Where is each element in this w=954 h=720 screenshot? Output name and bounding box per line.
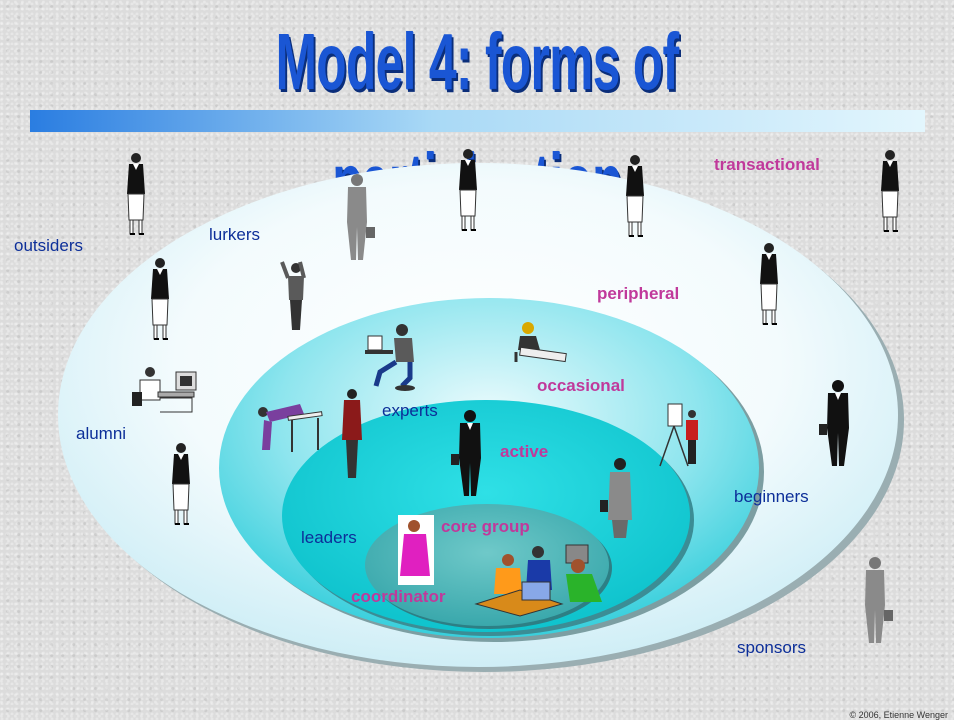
lurkers-label: lurkers: [209, 225, 261, 244]
drafting-person-icon: [258, 404, 323, 452]
standing-person-icon: [280, 261, 306, 330]
leaders-label: leaders: [301, 528, 357, 547]
active-label: active: [500, 442, 549, 461]
standing-person-icon: [342, 389, 362, 478]
sponsors-label: sponsors: [737, 638, 806, 657]
occasional-label: occasional: [537, 376, 625, 395]
outsiders-label: outsiders: [14, 236, 83, 255]
standing-person-icon: [126, 152, 146, 235]
standing-person-icon: [600, 458, 632, 538]
title-underline-bar: [30, 110, 925, 132]
drafting-person-icon: [514, 322, 567, 363]
copyright-notice: © 2006, Etienne Wenger: [849, 710, 948, 720]
computer-worker-icon: [132, 367, 197, 413]
alumni-label: alumni: [76, 424, 127, 443]
presenter-icon: [659, 403, 698, 467]
phone-person-icon: [398, 515, 434, 585]
walking-person-icon: [865, 557, 893, 643]
computer-worker-icon: [365, 324, 415, 391]
peripheral-label: peripheral: [597, 284, 680, 303]
transactional-label: transactional: [714, 155, 820, 174]
core-group-label: core group: [441, 517, 530, 536]
beginners-label: beginners: [734, 487, 809, 506]
coordinator-label: coordinator: [351, 587, 446, 606]
standing-person-icon: [880, 149, 900, 232]
experts-label: experts: [382, 401, 438, 420]
meeting-group-icon: [474, 544, 602, 617]
